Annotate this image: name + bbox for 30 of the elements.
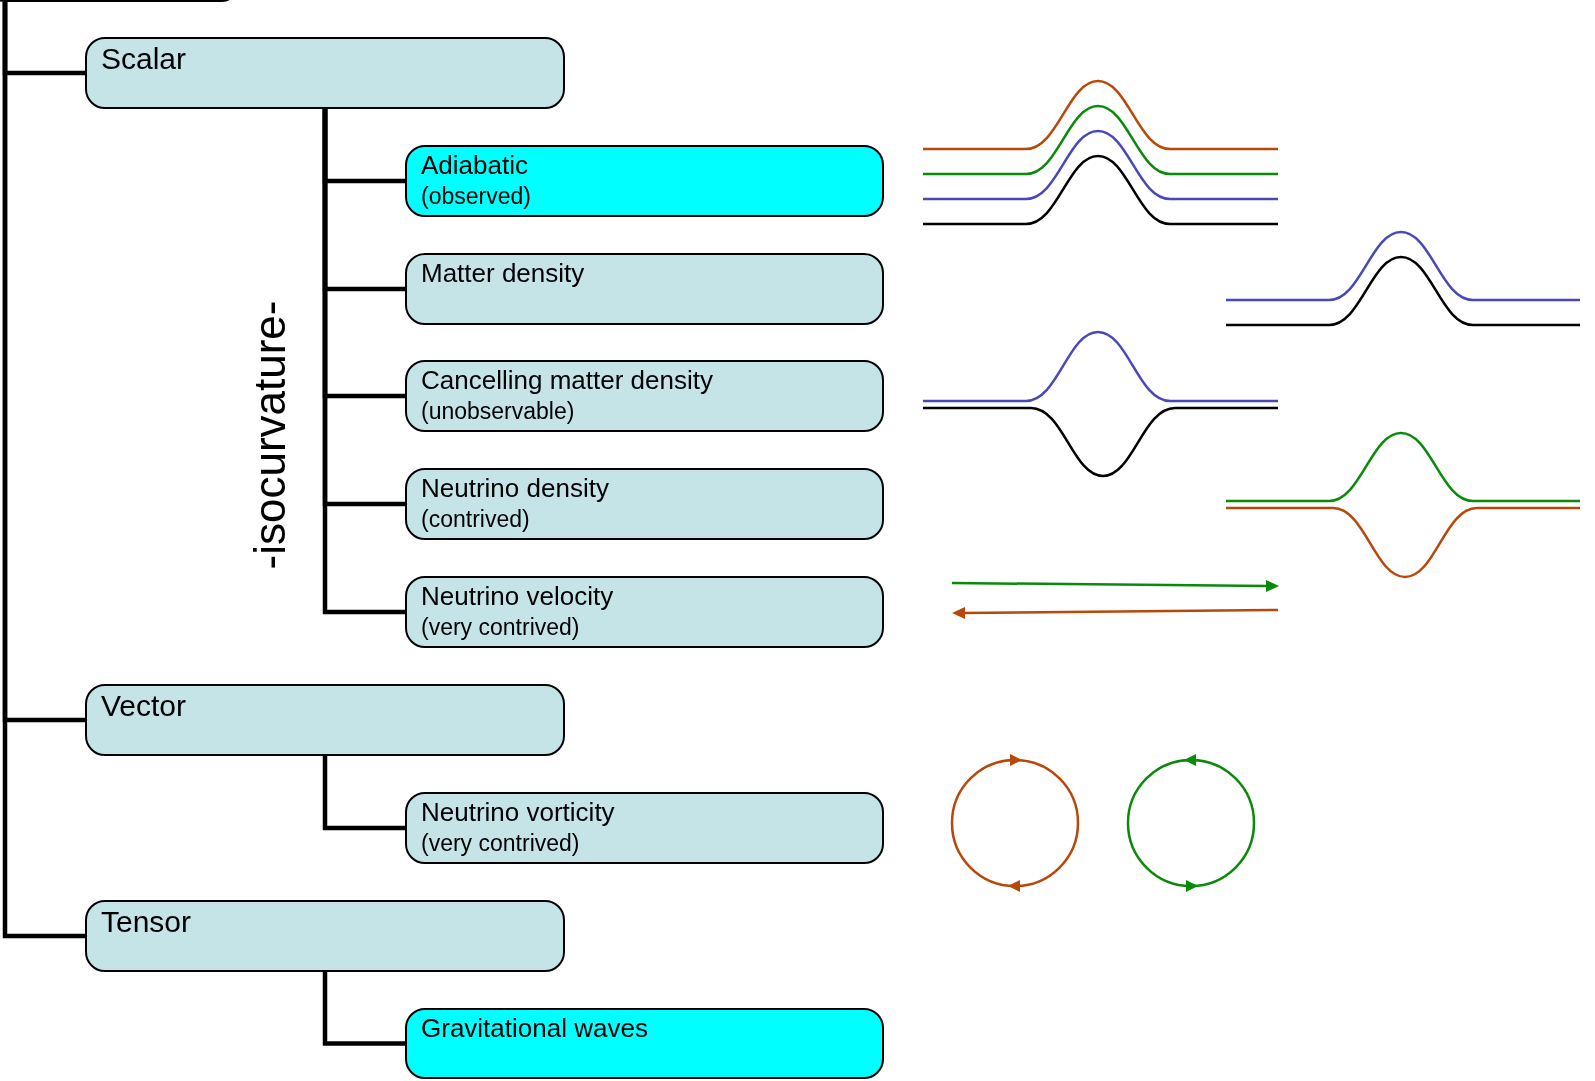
category-box xyxy=(85,37,565,109)
category-label: Tensor xyxy=(101,905,192,939)
category-label: Vector xyxy=(101,689,187,723)
category-box xyxy=(405,253,884,325)
category-note: (unobservable) xyxy=(421,398,575,425)
category-box xyxy=(405,576,884,648)
category-label: Cancelling matter density xyxy=(421,365,713,396)
connector-line xyxy=(2,2,85,939)
category-box xyxy=(405,145,884,217)
category-label: Matter density xyxy=(421,258,585,289)
category-label: Neutrino velocity xyxy=(421,581,614,612)
category-box xyxy=(405,1008,884,1079)
category-box xyxy=(85,900,565,972)
category-box xyxy=(405,360,884,432)
connector-line xyxy=(322,109,405,615)
axis-label: -isocurvature- xyxy=(245,300,295,570)
category-label: Neutrino density xyxy=(421,473,609,504)
category-box xyxy=(85,684,565,756)
category-box xyxy=(405,468,884,540)
connector-line xyxy=(322,972,405,1046)
category-label: Adiabatic xyxy=(421,150,528,181)
category-note: (very contrived) xyxy=(421,614,580,641)
category-label: Gravitational waves xyxy=(421,1013,648,1044)
category-note: (observed) xyxy=(421,183,531,210)
category-box xyxy=(405,792,884,864)
category-label: Neutrino vorticity xyxy=(421,797,615,828)
category-note: (contrived) xyxy=(421,506,530,533)
category-label: Scalar xyxy=(101,42,187,76)
category-note: (very contrived) xyxy=(421,830,580,857)
connector-line xyxy=(322,756,405,831)
